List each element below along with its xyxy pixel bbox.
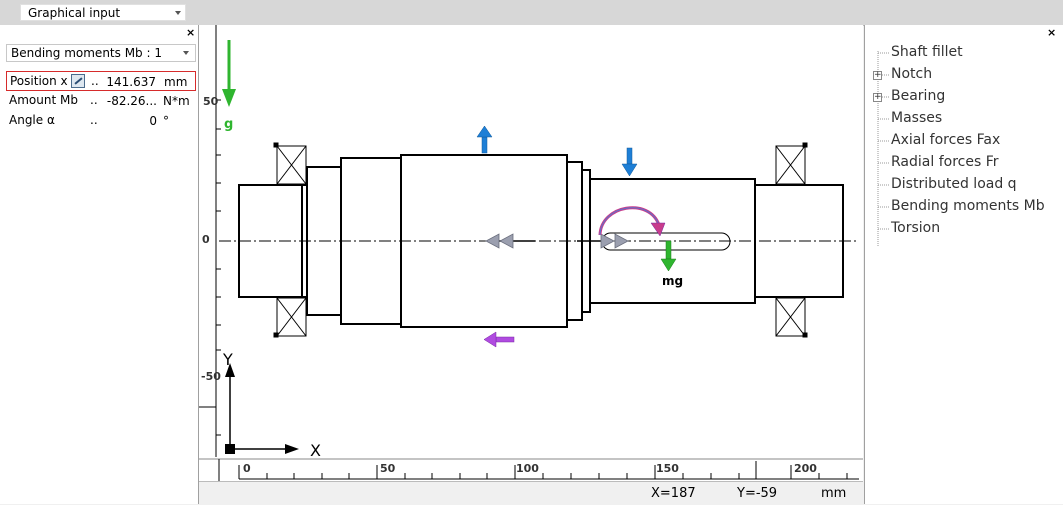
axial-force-center-icon[interactable] (485, 233, 535, 249)
tree-lines (877, 51, 889, 247)
tree-item-bending-moments[interactable]: Bending moments Mb (891, 198, 1045, 214)
status-unit: mm (821, 486, 847, 501)
tree-item-torsion[interactable]: Torsion (891, 220, 941, 236)
x-tick-label: 200 (794, 462, 817, 475)
bearing-right-top[interactable] (775, 142, 808, 185)
gravity-arrow-icon (222, 40, 236, 107)
element-tree-panel: × Shaft fillet + Notch + Bearing Masses … (864, 25, 1063, 504)
chevron-down-icon (175, 11, 181, 15)
load-select[interactable]: Bending moments Mb : 1 (6, 44, 196, 62)
tree-item-radial-forces[interactable]: Radial forces Fr (891, 154, 999, 170)
tree-item-shaft-fillet[interactable]: Shaft fillet (891, 44, 963, 60)
axis-x-label: X (310, 441, 321, 460)
x-tick-label: 50 (380, 462, 396, 475)
shaft-drawing[interactable]: 50 0 -50 0 50 100 150 200 (199, 25, 863, 481)
mass-arrow-icon[interactable] (660, 240, 677, 272)
status-y-coordinate: Y=-59 (737, 486, 778, 501)
property-value[interactable]: 0 (149, 114, 157, 128)
mass-label: mg (662, 274, 683, 288)
status-x-coordinate: X=187 (651, 486, 696, 501)
shaft-segment[interactable] (754, 184, 844, 298)
coordinate-axes-icon (225, 363, 299, 454)
property-label: Position x (10, 74, 68, 88)
y-tick-label: 0 (202, 233, 210, 246)
load-select-value: Bending moments Mb : 1 (11, 46, 162, 60)
expand-icon[interactable]: + (873, 70, 882, 80)
axial-force-right-icon[interactable] (577, 233, 629, 249)
x-tick-label: 0 (243, 462, 251, 475)
close-icon[interactable]: × (186, 26, 196, 39)
property-value[interactable]: 141.637 (106, 75, 156, 89)
radial-force-up-arrow-icon[interactable] (476, 125, 493, 154)
expand-icon[interactable]: + (873, 92, 882, 102)
property-dots-button[interactable]: .. (90, 113, 98, 127)
mode-select[interactable]: Graphical input (20, 4, 186, 21)
property-dots-button[interactable]: .. (91, 74, 99, 88)
y-tick-label: -50 (201, 370, 221, 383)
property-value[interactable]: -82.26... (106, 94, 157, 108)
top-toolbar: Graphical input (0, 0, 1063, 26)
bearing-left-top[interactable] (273, 142, 307, 185)
close-icon[interactable]: × (1047, 26, 1057, 39)
property-unit: mm (164, 75, 188, 89)
property-row-amount[interactable]: Amount Mb .. -82.26... N*m (6, 91, 196, 111)
property-row-position[interactable]: Position x .. 141.637 mm (6, 71, 196, 91)
property-unit: N*m (163, 94, 190, 108)
chevron-down-icon (183, 51, 189, 55)
tree-item-axial-forces[interactable]: Axial forces Fax (891, 132, 1001, 148)
tree-item-notch[interactable]: Notch (891, 66, 933, 82)
status-bar: X=187 Y=-59 mm (199, 481, 863, 505)
mode-select-value: Graphical input (28, 6, 121, 20)
properties-panel: × Bending moments Mb : 1 Position x .. 1… (0, 25, 199, 504)
x-tick-label: 100 (516, 462, 539, 475)
property-label: Amount Mb (9, 93, 78, 107)
bearing-left-bottom[interactable] (273, 297, 307, 338)
tree-item-bearing[interactable]: Bearing (891, 88, 946, 104)
property-unit: ° (163, 114, 169, 128)
tree-item-distributed-load[interactable]: Distributed load q (891, 176, 1017, 192)
x-tick-label: 150 (656, 462, 679, 475)
drawing-canvas[interactable]: 50 0 -50 0 50 100 150 200 (199, 25, 863, 504)
y-tick-label: 50 (203, 95, 219, 108)
gravity-label: g (224, 117, 233, 132)
horizontal-ruler-ticks (238, 461, 848, 479)
tree-item-masses[interactable]: Masses (891, 110, 943, 126)
property-dots-button[interactable]: .. (90, 93, 98, 107)
bending-moment-arrow-icon[interactable] (598, 206, 666, 237)
bearing-right-bottom[interactable] (775, 297, 808, 338)
radial-force-down-arrow-icon[interactable] (621, 147, 638, 177)
edit-icon[interactable] (71, 74, 85, 88)
axial-force-arrow-icon[interactable] (483, 331, 515, 348)
property-row-angle[interactable]: Angle α .. 0 ° (6, 111, 196, 131)
property-label: Angle α (9, 113, 55, 127)
axis-y-label: Y (222, 350, 233, 369)
vertical-ruler-ticks (199, 99, 221, 436)
